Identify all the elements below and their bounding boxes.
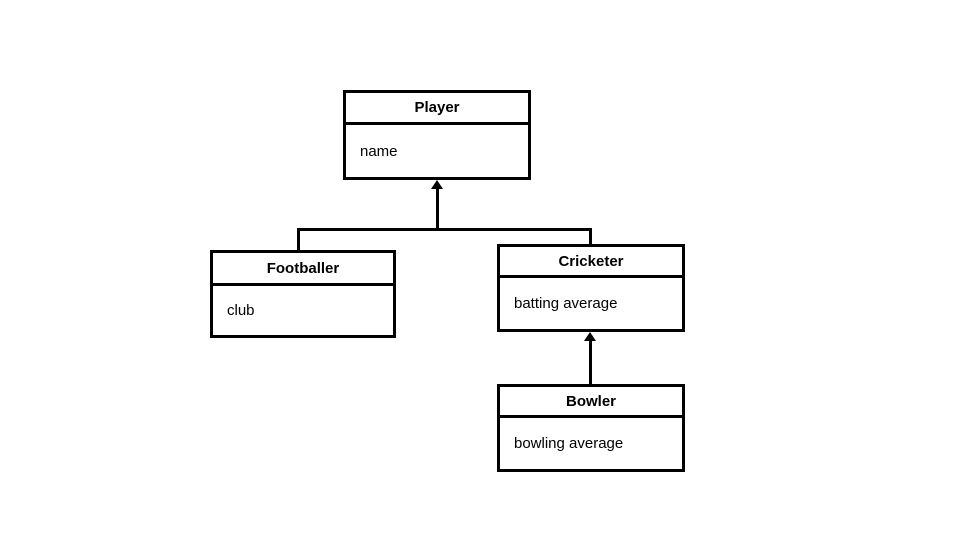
class-attribute-name: name <box>360 142 398 160</box>
class-attribute-club: club <box>227 302 255 319</box>
class-title-player: Player <box>346 93 528 125</box>
class-box-player: Player name <box>343 90 531 180</box>
generalization-arrowhead-icon <box>584 332 596 341</box>
class-attribute-bowling-average: bowling average <box>514 435 624 452</box>
generalization-line-bowler-stem <box>589 339 592 385</box>
class-attribute-batting-average: batting average <box>514 295 618 312</box>
generalization-line-player-stem <box>436 186 439 231</box>
generalization-line-footballer-stem <box>297 230 300 250</box>
class-box-cricketer: Cricketer batting average <box>497 244 685 332</box>
generalization-line-branch <box>297 228 592 231</box>
class-title-footballer: Footballer <box>213 253 393 286</box>
class-box-footballer: Footballer club <box>210 250 396 338</box>
class-box-bowler: Bowler bowling average <box>497 384 685 472</box>
class-title-bowler: Bowler <box>500 387 682 418</box>
class-title-cricketer: Cricketer <box>500 247 682 278</box>
generalization-arrowhead-icon <box>431 180 443 189</box>
generalization-line-cricketer-stem <box>589 230 592 244</box>
